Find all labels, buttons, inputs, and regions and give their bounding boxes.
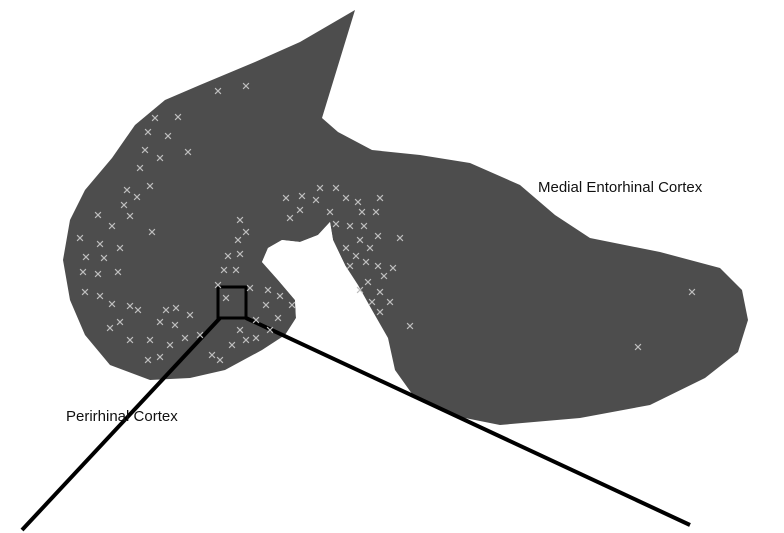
label-perirhinal-cortex: Perirhinal Cortex <box>66 408 178 425</box>
label-medial-entorhinal-cortex: Medial Entorhinal Cortex <box>538 179 703 196</box>
tissue-section <box>63 10 748 425</box>
